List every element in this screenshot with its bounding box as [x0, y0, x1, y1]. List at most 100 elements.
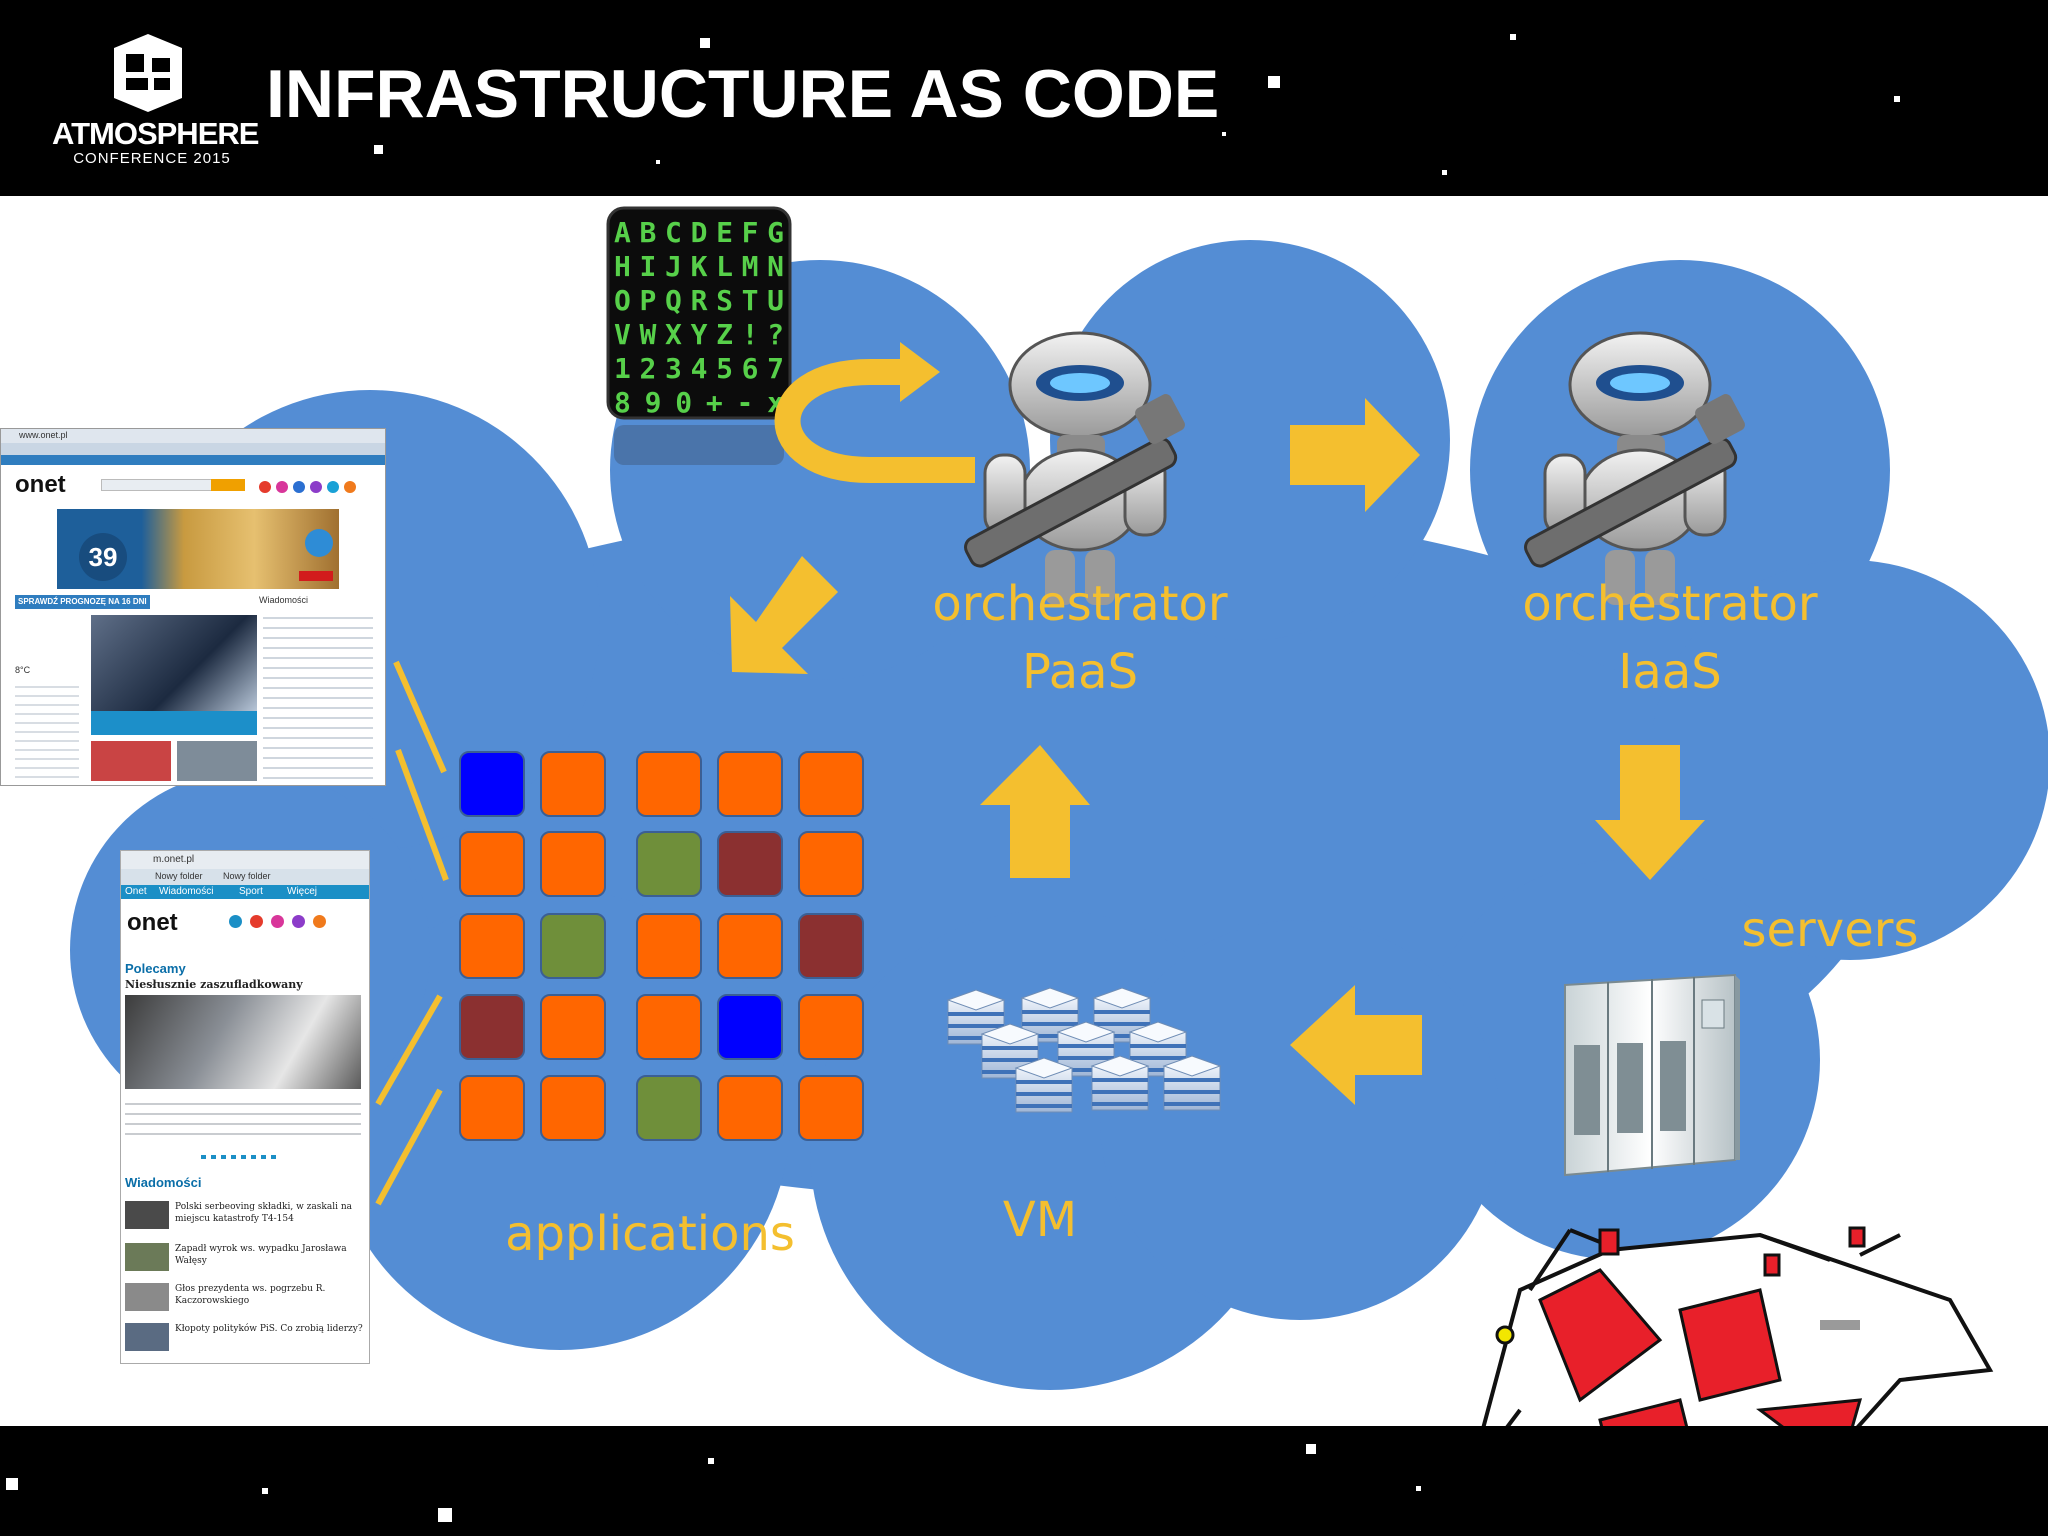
news-thumb	[125, 1201, 169, 1229]
banner-cta	[299, 571, 333, 581]
header-band: ATMOSPHERE CONFERENCE 2015 INFRASTRUCTUR…	[0, 0, 2048, 196]
weather-panel	[15, 679, 79, 779]
story-text	[125, 1095, 361, 1143]
star	[656, 160, 660, 164]
vm-label: VM	[1002, 1192, 1078, 1248]
arrow-paas-to-iaas	[1290, 398, 1420, 512]
application-tile	[459, 913, 525, 979]
slide-title: INFRASTRUCTURE AS CODE	[266, 56, 1220, 132]
arrow-vm-to-paas	[980, 745, 1090, 878]
service-icon	[229, 915, 242, 928]
vm-cluster-icon	[946, 987, 1222, 1113]
orchestrator-iaas-label: orchestrator IaaS	[1520, 570, 1820, 706]
orchestrator-paas-line2: PaaS	[1021, 644, 1139, 700]
star	[1416, 1486, 1421, 1491]
news-list	[263, 609, 373, 779]
service-icon	[293, 481, 305, 493]
service-icon	[313, 915, 326, 928]
site-nav-bar	[1, 455, 385, 465]
application-tile	[798, 994, 864, 1060]
application-tile	[798, 1075, 864, 1141]
news-thumb	[125, 1283, 169, 1311]
vm-cube	[1090, 1055, 1150, 1111]
bookmarks-bar: Nowy folder Nowy folder	[121, 869, 369, 885]
service-icon	[327, 481, 339, 493]
news-item: Kłopoty polityków PiS. Co zrobią liderzy…	[175, 1324, 363, 1334]
application-tile	[459, 994, 525, 1060]
orchestrator-paas-line1: orchestrator	[932, 576, 1228, 632]
arrow-servers-to-vm	[1290, 985, 1422, 1105]
browser-address-bar: m.onet.pl	[121, 851, 369, 869]
application-tile	[540, 1075, 606, 1141]
application-tile	[459, 751, 525, 817]
arrow-paas-to-applications	[730, 556, 838, 674]
code-panel-reflection	[614, 425, 784, 465]
star	[708, 1458, 714, 1464]
applications-grid	[459, 751, 864, 1141]
footer-band	[0, 1426, 2048, 1536]
applications-label: applications	[505, 1206, 795, 1262]
browser-address-bar: www.onet.pl	[1, 429, 385, 443]
vm-cube	[1014, 1057, 1074, 1113]
story-thumb	[91, 741, 171, 781]
nav-item: Więcej	[287, 886, 318, 897]
section-heading: Polecamy	[125, 961, 186, 976]
conference-logo: ATMOSPHERE CONFERENCE 2015	[52, 28, 259, 168]
main-story-caption	[91, 711, 257, 735]
star	[1268, 76, 1280, 88]
search-button	[211, 479, 245, 491]
application-tile	[798, 751, 864, 817]
code-panel: ABCDEFGHIJKLMNOPQRSTUVWXYZ!?1234567890+-…	[606, 206, 792, 465]
application-tile	[717, 751, 783, 817]
application-tile	[636, 831, 702, 897]
star	[374, 145, 383, 154]
onet-mobile-screenshot: m.onet.pl Nowy folder Nowy folder Onet W…	[120, 850, 370, 1364]
application-tile	[717, 831, 783, 897]
star	[6, 1478, 18, 1490]
logo-subtitle: CONFERENCE 2015	[73, 150, 231, 167]
news-thumb	[125, 1323, 169, 1351]
service-icon	[271, 915, 284, 928]
weather-temperature: 8°C	[15, 665, 31, 675]
servers-label: servers	[1741, 902, 1919, 958]
screenshot-connectors	[375, 660, 449, 1206]
news-item: Zapadł wyrok ws. wypadku Jarosława Wałęs…	[175, 1244, 347, 1266]
search-box	[101, 479, 213, 491]
browser-url: www.onet.pl	[19, 430, 68, 440]
code-panel-row: HIJKLMN	[614, 250, 784, 283]
service-icon	[276, 481, 288, 493]
nav-item: Wiadomości	[159, 886, 214, 897]
bookmark-folder: Nowy folder	[155, 871, 203, 881]
code-panel-row: VWXYZ!?	[614, 318, 784, 351]
application-tile	[717, 1075, 783, 1141]
onet-desktop-screenshot: www.onet.pl onet 39 SPRAWDŹ PROGNOZĘ NA …	[0, 428, 386, 786]
star	[438, 1508, 452, 1522]
star	[1306, 1444, 1316, 1454]
application-tile	[636, 994, 702, 1060]
application-tile	[540, 913, 606, 979]
service-icon	[344, 481, 356, 493]
orchestrator-iaas-line1: orchestrator	[1522, 576, 1818, 632]
code-panel-row: ABCDEFG	[614, 216, 784, 249]
orchestrator-iaas-line2: IaaS	[1618, 644, 1722, 700]
logo-wordmark: ATMOSPHERE	[52, 116, 259, 151]
server-rack-icon	[1564, 973, 1740, 1177]
browser-url: m.onet.pl	[153, 854, 195, 865]
arrow-iaas-to-servers	[1595, 745, 1705, 880]
news-item: Polski serbeoving składki, w zaskali na …	[175, 1202, 352, 1224]
application-tile	[636, 913, 702, 979]
nav-item: Onet	[125, 886, 147, 897]
service-icon	[250, 915, 263, 928]
vm-cube	[1020, 987, 1080, 1043]
service-icon	[259, 481, 271, 493]
service-icon	[310, 481, 322, 493]
orchestrator-iaas-robot-icon	[1524, 331, 1745, 605]
banner-number: 39	[79, 533, 127, 581]
main-story-photo	[91, 615, 257, 711]
atmosphere-logo-icon	[114, 34, 182, 112]
orchestrator-paas-robot-icon	[964, 331, 1185, 605]
vm-cube	[1162, 1055, 1222, 1111]
star	[1442, 170, 1447, 175]
section-tab: SPRAWDŹ PROGNOZĘ NA 16 DNI	[15, 595, 150, 609]
service-icons	[229, 915, 326, 928]
